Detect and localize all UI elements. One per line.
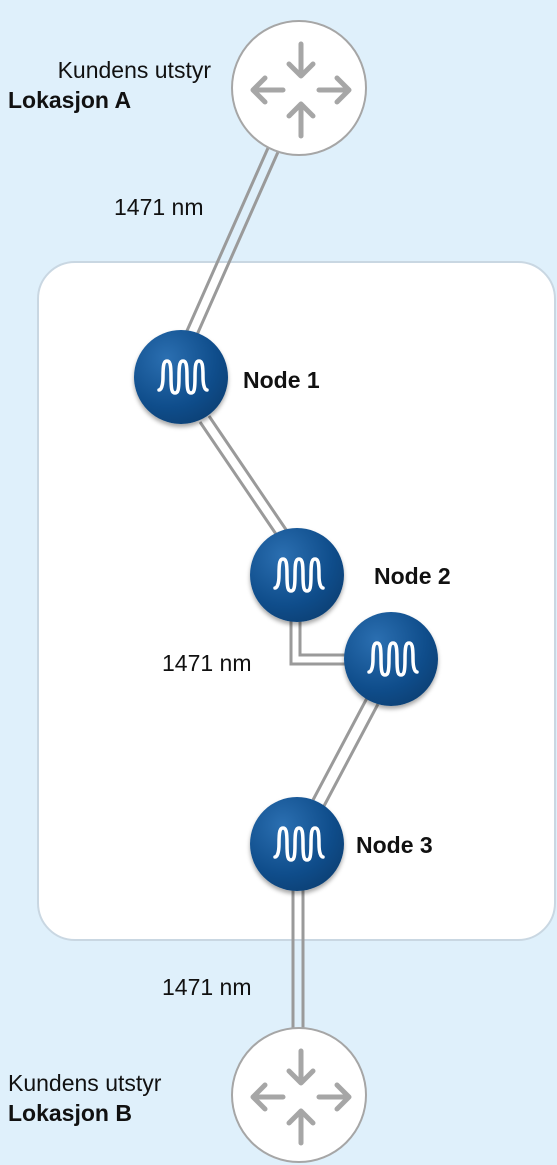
node-2-secondary <box>344 612 438 706</box>
node-3-label: Node 3 <box>356 832 433 858</box>
wavelength-label-node2: 1471 nm <box>162 650 252 676</box>
fiber-link-a-node1 <box>184 147 280 338</box>
fiber-link-node2-node2b <box>289 617 348 666</box>
node-1-label: Node 1 <box>243 367 320 393</box>
node-3 <box>250 797 344 891</box>
wavelength-label-b: 1471 nm <box>162 974 252 1000</box>
site-a-title: Kundens utstyr <box>57 57 211 83</box>
site-a-label: Kundens utstyr Lokasjon A <box>8 55 211 115</box>
router-site-a <box>231 20 367 156</box>
wavelength-label-a: 1471 nm <box>114 194 204 220</box>
fiber-link-node2b-node3 <box>311 697 380 807</box>
router-icon <box>250 1048 352 1146</box>
wavelength-filter-icon <box>273 557 325 593</box>
site-b-title: Kundens utstyr <box>8 1070 162 1096</box>
node-2 <box>250 528 344 622</box>
fiber-link-node1-node2 <box>198 415 291 541</box>
router-site-b <box>231 1027 367 1163</box>
wavelength-filter-icon <box>367 641 419 677</box>
wavelength-filter-icon <box>157 359 209 395</box>
site-b-label: Kundens utstyr Lokasjon B <box>8 1068 161 1128</box>
site-b-location: Lokasjon B <box>8 1100 132 1126</box>
node-2-label: Node 2 <box>374 563 451 589</box>
fiber-link-node3-b <box>291 886 305 1035</box>
wavelength-filter-icon <box>273 826 325 862</box>
node-1 <box>134 330 228 424</box>
router-icon <box>250 41 352 139</box>
site-a-location: Lokasjon A <box>8 87 132 113</box>
